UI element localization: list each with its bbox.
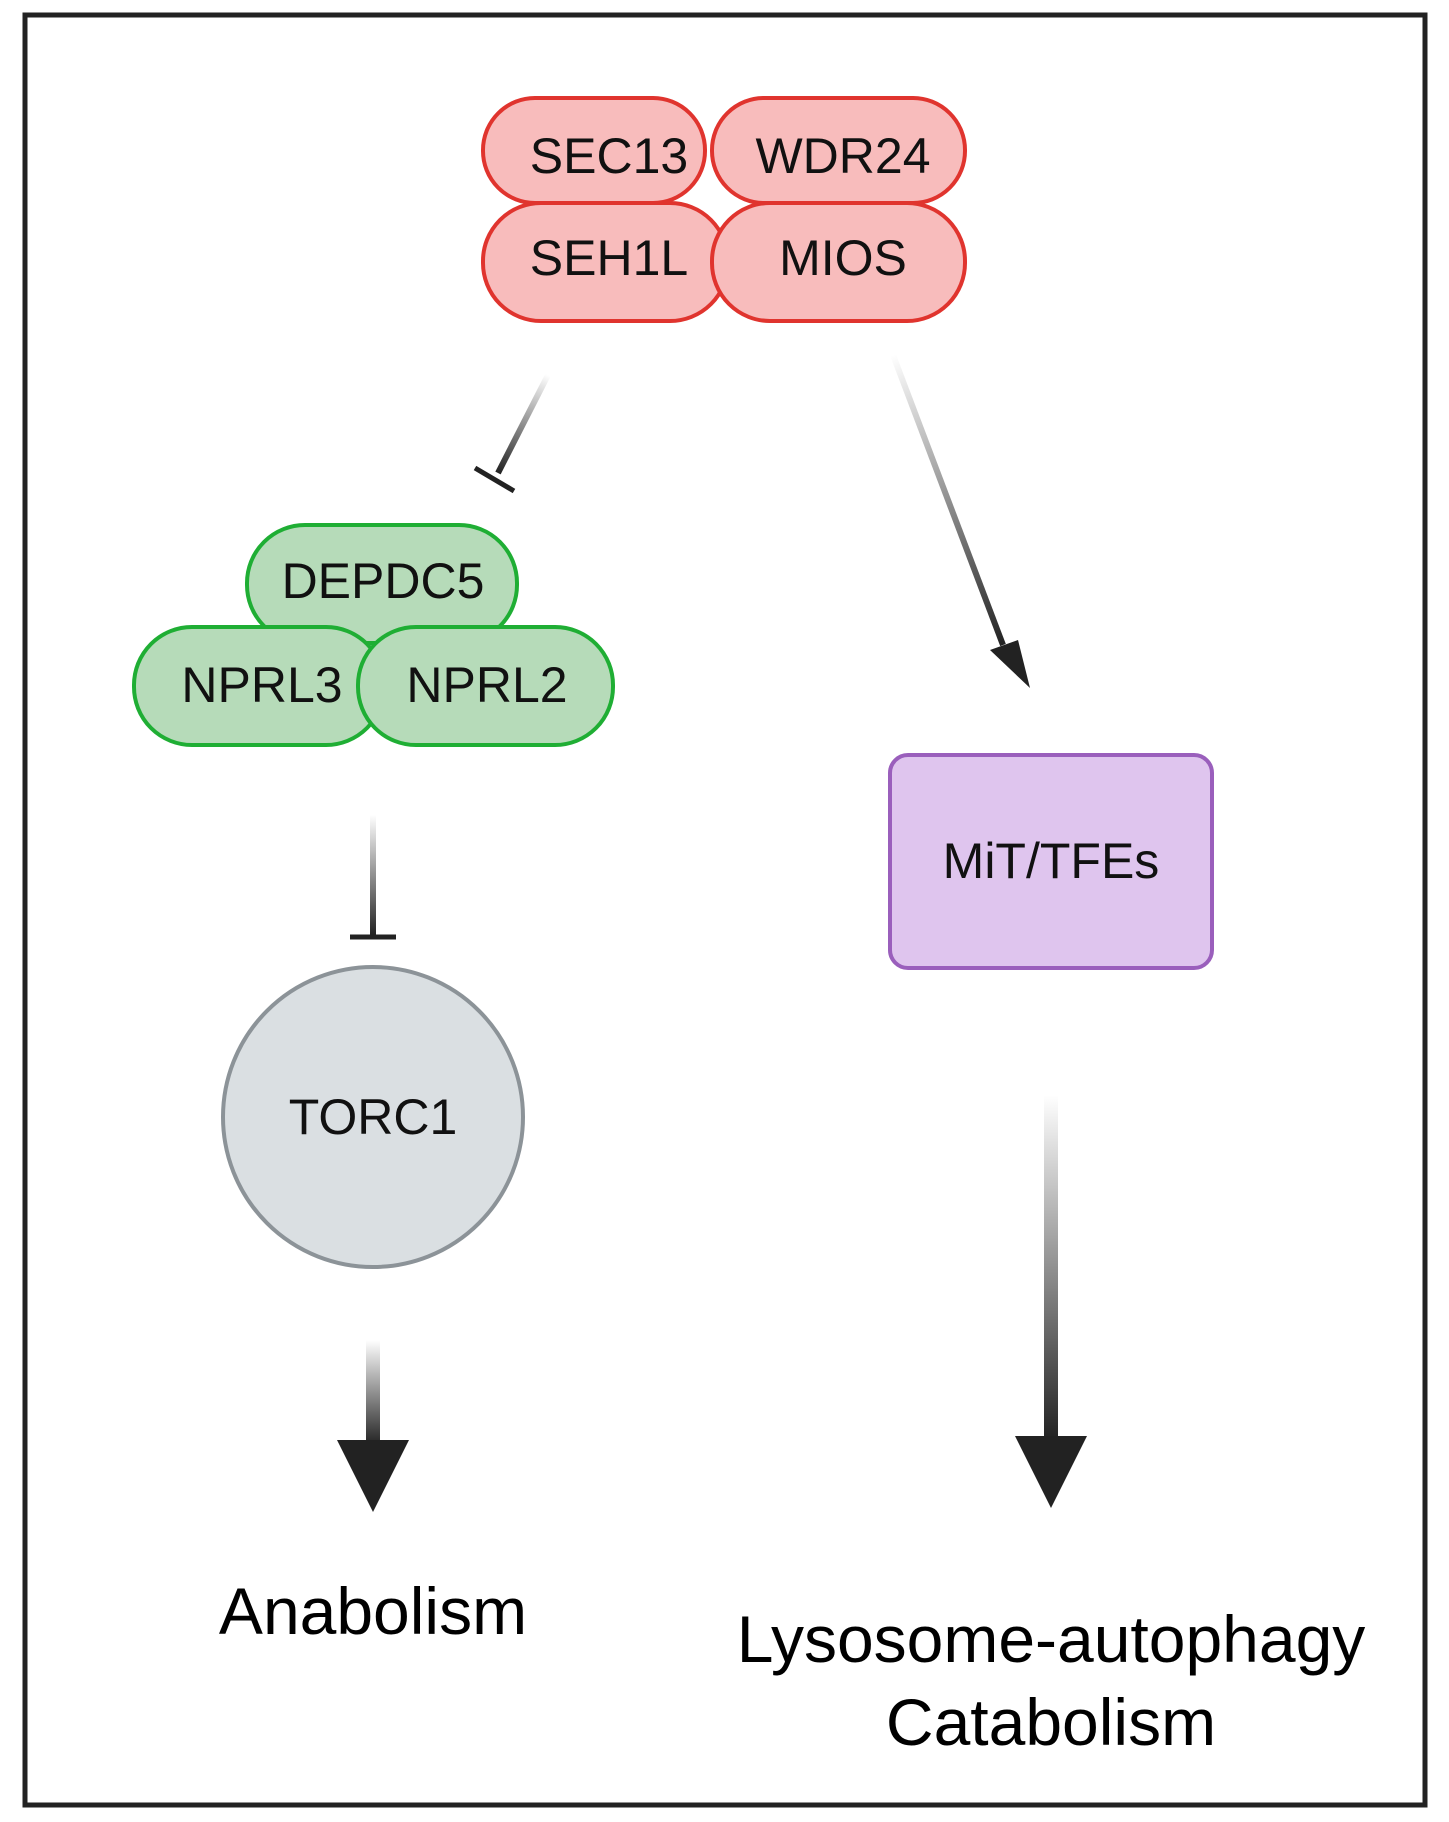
arrow-head <box>1015 1436 1087 1508</box>
mios-pill <box>710 201 967 323</box>
catabolism-label-line2: Catabolism <box>886 1685 1216 1759</box>
torc1-circle <box>221 965 525 1269</box>
mit-tfes-box <box>888 753 1214 970</box>
depdc5-label: DEPDC5 <box>282 553 485 609</box>
nprl2-label: NPRL2 <box>406 657 567 713</box>
inhibition-bar <box>473 465 516 494</box>
mit-tfes-label: MiT/TFEs <box>943 833 1160 889</box>
inhibition-gator1-torc1 <box>350 815 396 940</box>
torc1-node: TORC1 <box>221 965 525 1269</box>
activation-torc1-anabolism <box>337 1340 409 1512</box>
anabolism-label: Anabolism <box>219 1574 527 1648</box>
activation-gator2-mittfes <box>890 353 1030 688</box>
catabolism-label-line1: Lysosome-autophagy <box>737 1602 1366 1676</box>
nprl3-label: NPRL3 <box>181 657 342 713</box>
sec13-label: SEC13 <box>530 128 688 184</box>
gator1-complex: DEPDC5 NPRL3 NPRL2 <box>132 523 615 747</box>
nprl2-pill <box>356 625 615 747</box>
figure-frame <box>22 12 1428 1808</box>
inhibition-gator2-gator1 <box>473 373 551 494</box>
seh1l-label: SEH1L <box>530 230 688 286</box>
wdr24-label: WDR24 <box>755 128 930 184</box>
arrow-head <box>990 640 1030 688</box>
activation-mittfes-catabolism <box>1015 1095 1087 1508</box>
mios-label: MIOS <box>779 230 907 286</box>
gator2-complex: SEC13 WDR24 SEH1L MIOS <box>481 96 967 323</box>
mit-tfes-node: MiT/TFEs <box>888 753 1214 970</box>
torc1-label: TORC1 <box>289 1089 458 1145</box>
arrow-head <box>337 1440 409 1512</box>
